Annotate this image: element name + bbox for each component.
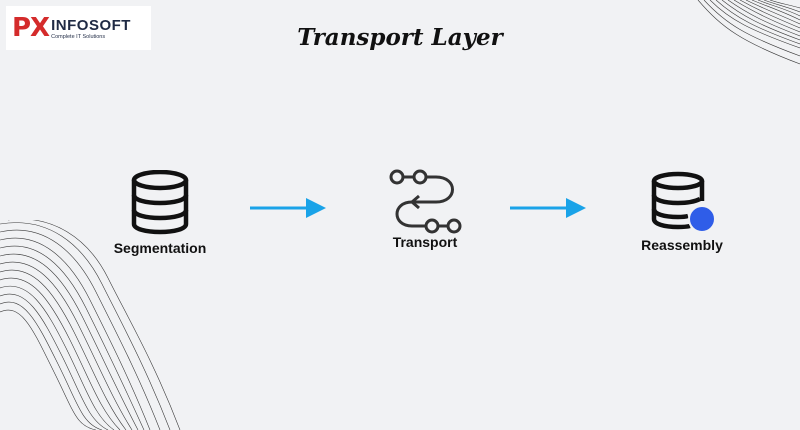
logo-mark-text: PX xyxy=(12,13,50,43)
step-label-transport: Transport xyxy=(392,234,458,250)
logo-name: INFOSOFT xyxy=(51,16,131,34)
step-label-reassembly: Reassembly xyxy=(641,237,723,253)
step-reassembly: Reassembly xyxy=(632,171,732,253)
step-segmentation: Segmentation xyxy=(110,170,210,256)
company-logo: PX INFOSOFT Complete IT Solutions xyxy=(6,6,151,50)
arrow-right-icon xyxy=(510,198,586,218)
logo-wordmark: INFOSOFT Complete IT Solutions xyxy=(51,18,131,41)
arrow-right-icon xyxy=(250,198,326,218)
logo-tagline: Complete IT Solutions xyxy=(51,33,106,40)
step-transport: Transport xyxy=(375,168,475,250)
page-title: Transport Layer xyxy=(297,24,503,51)
process-flow-icon xyxy=(389,169,462,234)
database-sync-icon xyxy=(651,171,716,233)
step-label-segmentation: Segmentation xyxy=(113,240,207,256)
logo-mark: PX xyxy=(12,13,50,43)
database-icon xyxy=(131,170,189,235)
